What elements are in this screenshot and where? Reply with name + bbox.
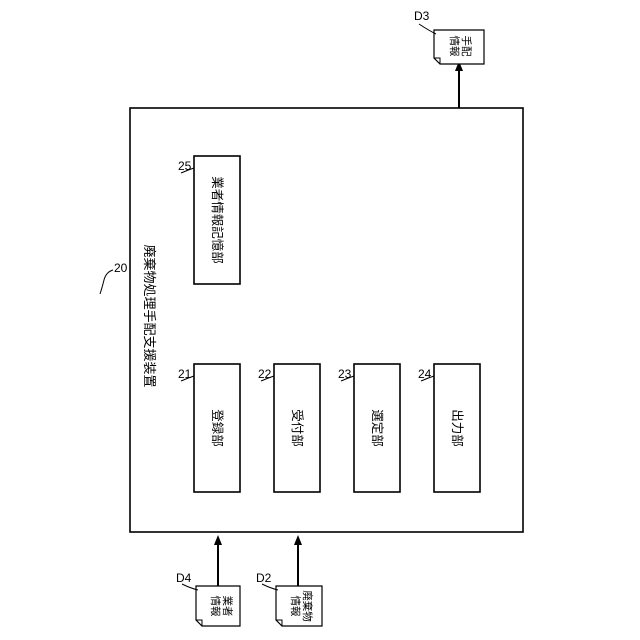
- doc-d3-ref: D3: [414, 9, 430, 23]
- unit-reception-label: 受付部: [290, 409, 305, 447]
- device-ref: 20: [114, 261, 128, 275]
- doc-d2-line1: 廃棄物: [301, 590, 314, 622]
- doc-d4-line2: 情報: [209, 596, 222, 617]
- doc-d4-line1: 業者: [221, 596, 234, 617]
- doc-d3-line1: 手配: [460, 36, 473, 57]
- doc-d3-leader: [419, 24, 436, 34]
- unit-vendor-info-storage-label: 業者情報記憶部: [210, 176, 225, 264]
- unit-output-label: 出力部: [450, 409, 465, 447]
- doc-d2-line2: 情報: [289, 596, 302, 617]
- unit-registration-label: 登録部: [210, 409, 225, 447]
- device-ref-leader: [100, 270, 113, 294]
- doc-d4-ref: D4: [176, 571, 192, 585]
- doc-d2-ref: D2: [256, 571, 272, 585]
- doc-d3-line2: 情報: [448, 36, 461, 57]
- device-title: 廃棄物処理手配支援装置: [141, 244, 157, 387]
- unit-selection-label: 選定部: [370, 409, 385, 447]
